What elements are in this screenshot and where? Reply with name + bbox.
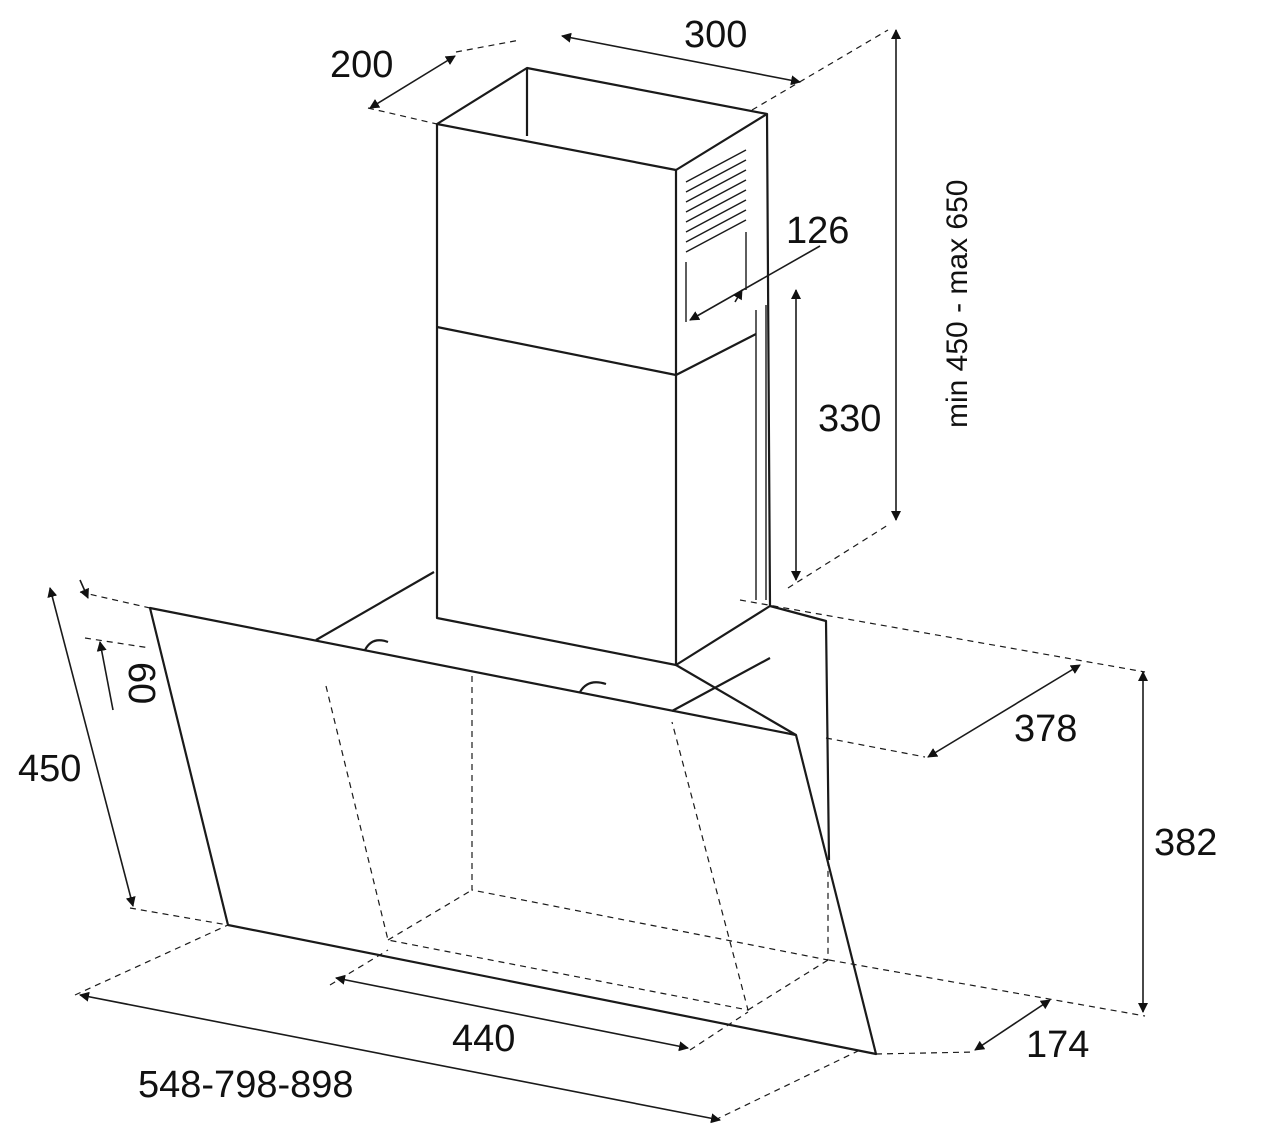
dim-hood-height: 382	[1154, 822, 1218, 864]
dim-inner-width: 440	[452, 1018, 516, 1060]
dim-hood-depth-bottom: 174	[1026, 1024, 1090, 1066]
dim-glass-offset: 60	[120, 662, 162, 705]
dim-chimney-width: 300	[684, 14, 748, 56]
dim-chimney-height-range: min 450 - max 650	[941, 179, 974, 428]
screw-icon	[364, 639, 607, 693]
dim-chimney-depth: 200	[330, 44, 394, 86]
dimension-arrows	[47, 29, 1148, 1124]
dim-vent-offset: 126	[786, 210, 850, 252]
extension-lines	[74, 29, 1146, 1121]
dim-glass-height: 450	[18, 748, 82, 790]
hood-body	[148, 571, 878, 1056]
dim-hood-depth-top: 378	[1014, 708, 1078, 750]
vent-grille-icon	[685, 149, 747, 322]
dim-vent-height: 330	[818, 398, 882, 440]
dim-hood-widths: 548-798-898	[138, 1064, 354, 1106]
chimney	[435, 66, 772, 667]
